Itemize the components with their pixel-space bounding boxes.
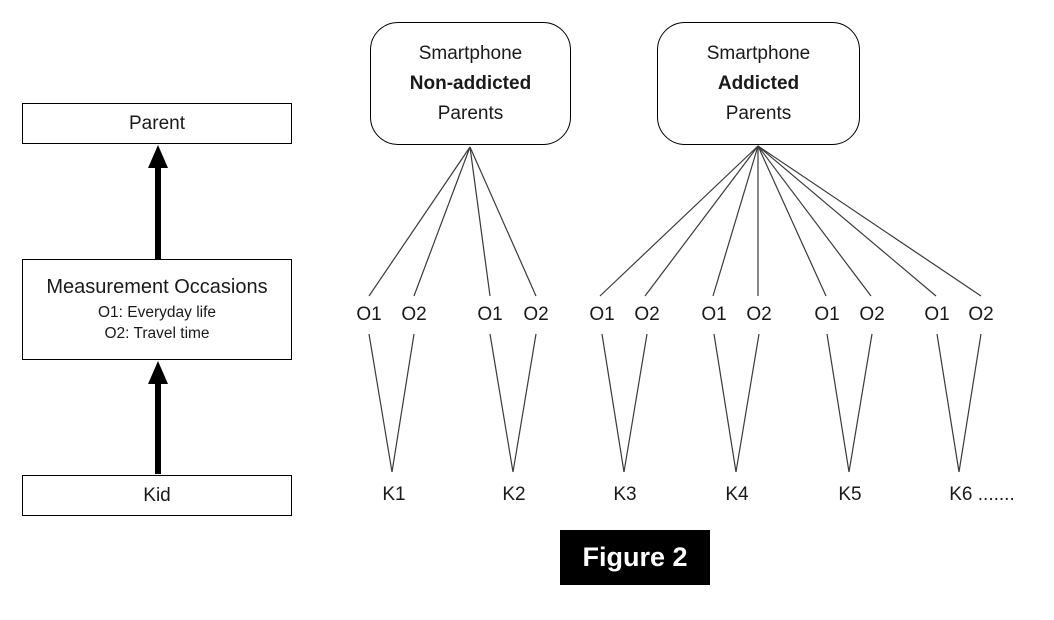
kid-label-k2: K2 <box>502 484 526 505</box>
kid-label-k4: K4 <box>725 484 749 505</box>
kid-label-k1: K1 <box>382 484 406 505</box>
nonaddicted-line1: Smartphone <box>418 42 523 64</box>
arrow-occasions-to-parent <box>148 145 168 259</box>
occasion-label-k4-o2: O2 <box>746 304 772 325</box>
occasion-label-k1-o1: O1 <box>356 304 382 325</box>
figure-caption: Figure 2 <box>560 530 710 585</box>
parent-box-label: Parent <box>129 112 185 134</box>
addicted-line1: Smartphone <box>706 42 811 64</box>
addicted-parents-box: Smartphone Addicted Parents <box>657 22 860 145</box>
occasion-label-k5-o2: O2 <box>859 304 885 325</box>
addicted-line2: Addicted <box>717 72 800 94</box>
arrow-kid-to-occasions <box>148 361 168 474</box>
measurement-occasions-box: Measurement Occasions O1: Everyday life … <box>22 259 292 360</box>
occasion-label-k4-o1: O1 <box>701 304 727 325</box>
v-connectors <box>368 333 982 473</box>
nonaddicted-line2: Non-addicted <box>409 72 532 94</box>
kid-label-k6: K6 ....... <box>949 484 1015 505</box>
occasion-label-k2-o2: O2 <box>523 304 549 325</box>
kid-box-label: Kid <box>143 484 171 506</box>
occasion-2-definition: O2: Travel time <box>104 324 210 342</box>
addicted-line3: Parents <box>725 102 792 124</box>
nonaddicted-parents-box: Smartphone Non-addicted Parents <box>370 22 571 145</box>
occasion-label-k3-o1: O1 <box>589 304 615 325</box>
kid-label-k5: K5 <box>838 484 862 505</box>
fan-addicted <box>599 145 982 297</box>
occasion-label-k1-o2: O2 <box>401 304 427 325</box>
measurement-occasions-title: Measurement Occasions <box>46 275 268 298</box>
occasion-label-k3-o2: O2 <box>634 304 660 325</box>
occasion-label-k6-o2: O2 <box>968 304 994 325</box>
occasion-label-k6-o1: O1 <box>924 304 950 325</box>
parent-box: Parent <box>22 103 292 144</box>
occasion-label-k5-o1: O1 <box>814 304 840 325</box>
kid-box: Kid <box>22 475 292 516</box>
occasion-label-k2-o1: O1 <box>477 304 503 325</box>
fan-nonaddicted <box>368 146 537 297</box>
occasion-1-definition: O1: Everyday life <box>97 303 217 321</box>
kid-label-k3: K3 <box>613 484 637 505</box>
nonaddicted-line3: Parents <box>437 102 504 124</box>
